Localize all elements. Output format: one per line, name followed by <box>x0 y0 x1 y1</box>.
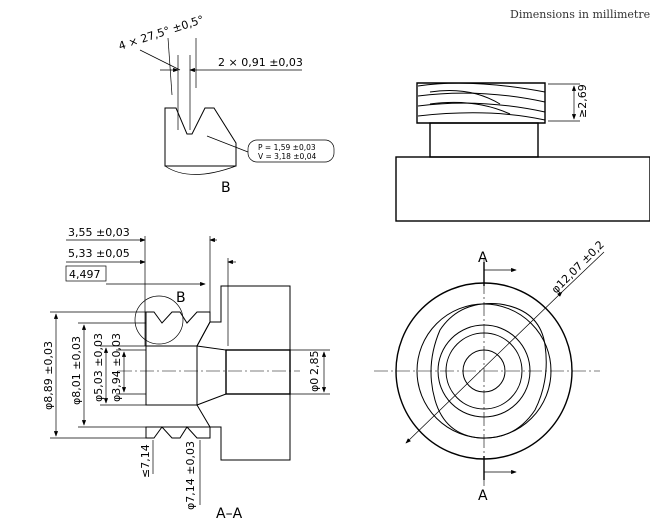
thread-v: V = 3,18 ±0,04 <box>258 152 316 161</box>
width-callout: 2 × 0,91 ±0,03 <box>218 56 303 69</box>
end-view: φ12,07 ±0,2 A A <box>374 238 607 504</box>
dim-3-55: 3,55 ±0,03 <box>68 226 130 239</box>
section-mark-top: A <box>478 250 488 266</box>
thread-p: P = 1,59 ±0,03 <box>258 143 316 152</box>
detail-b: 4 × 27,5° ±0,5° 2 × 0,91 ±0,03 P = 1,59 … <box>117 13 335 196</box>
section-a-a-body <box>196 285 291 461</box>
section-mark-bottom: A <box>478 488 488 504</box>
detail-b-label: B <box>221 180 231 196</box>
detail-b-circle <box>134 295 184 345</box>
side-view-thread-body <box>416 82 546 124</box>
detail-b-section <box>164 107 237 167</box>
thread-spec-box <box>247 139 335 163</box>
dim-7-14-max: ≤7,14 <box>139 444 152 478</box>
dia-8-89: φ8,89 ±0,03 <box>42 341 55 410</box>
side-height-dim: ≥2,69 <box>576 84 589 118</box>
dia-5-03: φ5,03 ±0,03 <box>92 333 105 402</box>
section-label: A–A <box>216 506 243 520</box>
dia-7-14: φ7,14 ±0,03 <box>184 441 197 510</box>
bore-2-85: 2,85 <box>308 351 321 376</box>
side-view-neck <box>429 122 539 158</box>
dia-3-94: φ3,94 ±0,03 <box>110 333 123 402</box>
bore <box>225 349 291 395</box>
units-note: Dimensions in millimetres <box>510 8 650 21</box>
dia-12-07: φ12,07 ±0,2 <box>549 238 607 296</box>
dia-8-01: φ8,01 ±0,03 <box>70 336 83 405</box>
bore-phi0: φ0 <box>308 378 321 392</box>
dim-5-33: 5,33 ±0,05 <box>68 247 130 260</box>
dim-4-497: 4,497 <box>69 268 101 281</box>
section-a-a: 3,55 ±0,03 5,33 ±0,05 4,497 B φ8,89 ±0,0… <box>42 226 330 520</box>
detail-b-boundary <box>164 165 237 175</box>
side-view-base <box>395 156 650 222</box>
angle-callout: 4 × 27,5° ±0,5° <box>117 13 206 53</box>
detail-ref-b: B <box>176 290 186 306</box>
side-view: ≥2,69 <box>395 82 650 222</box>
